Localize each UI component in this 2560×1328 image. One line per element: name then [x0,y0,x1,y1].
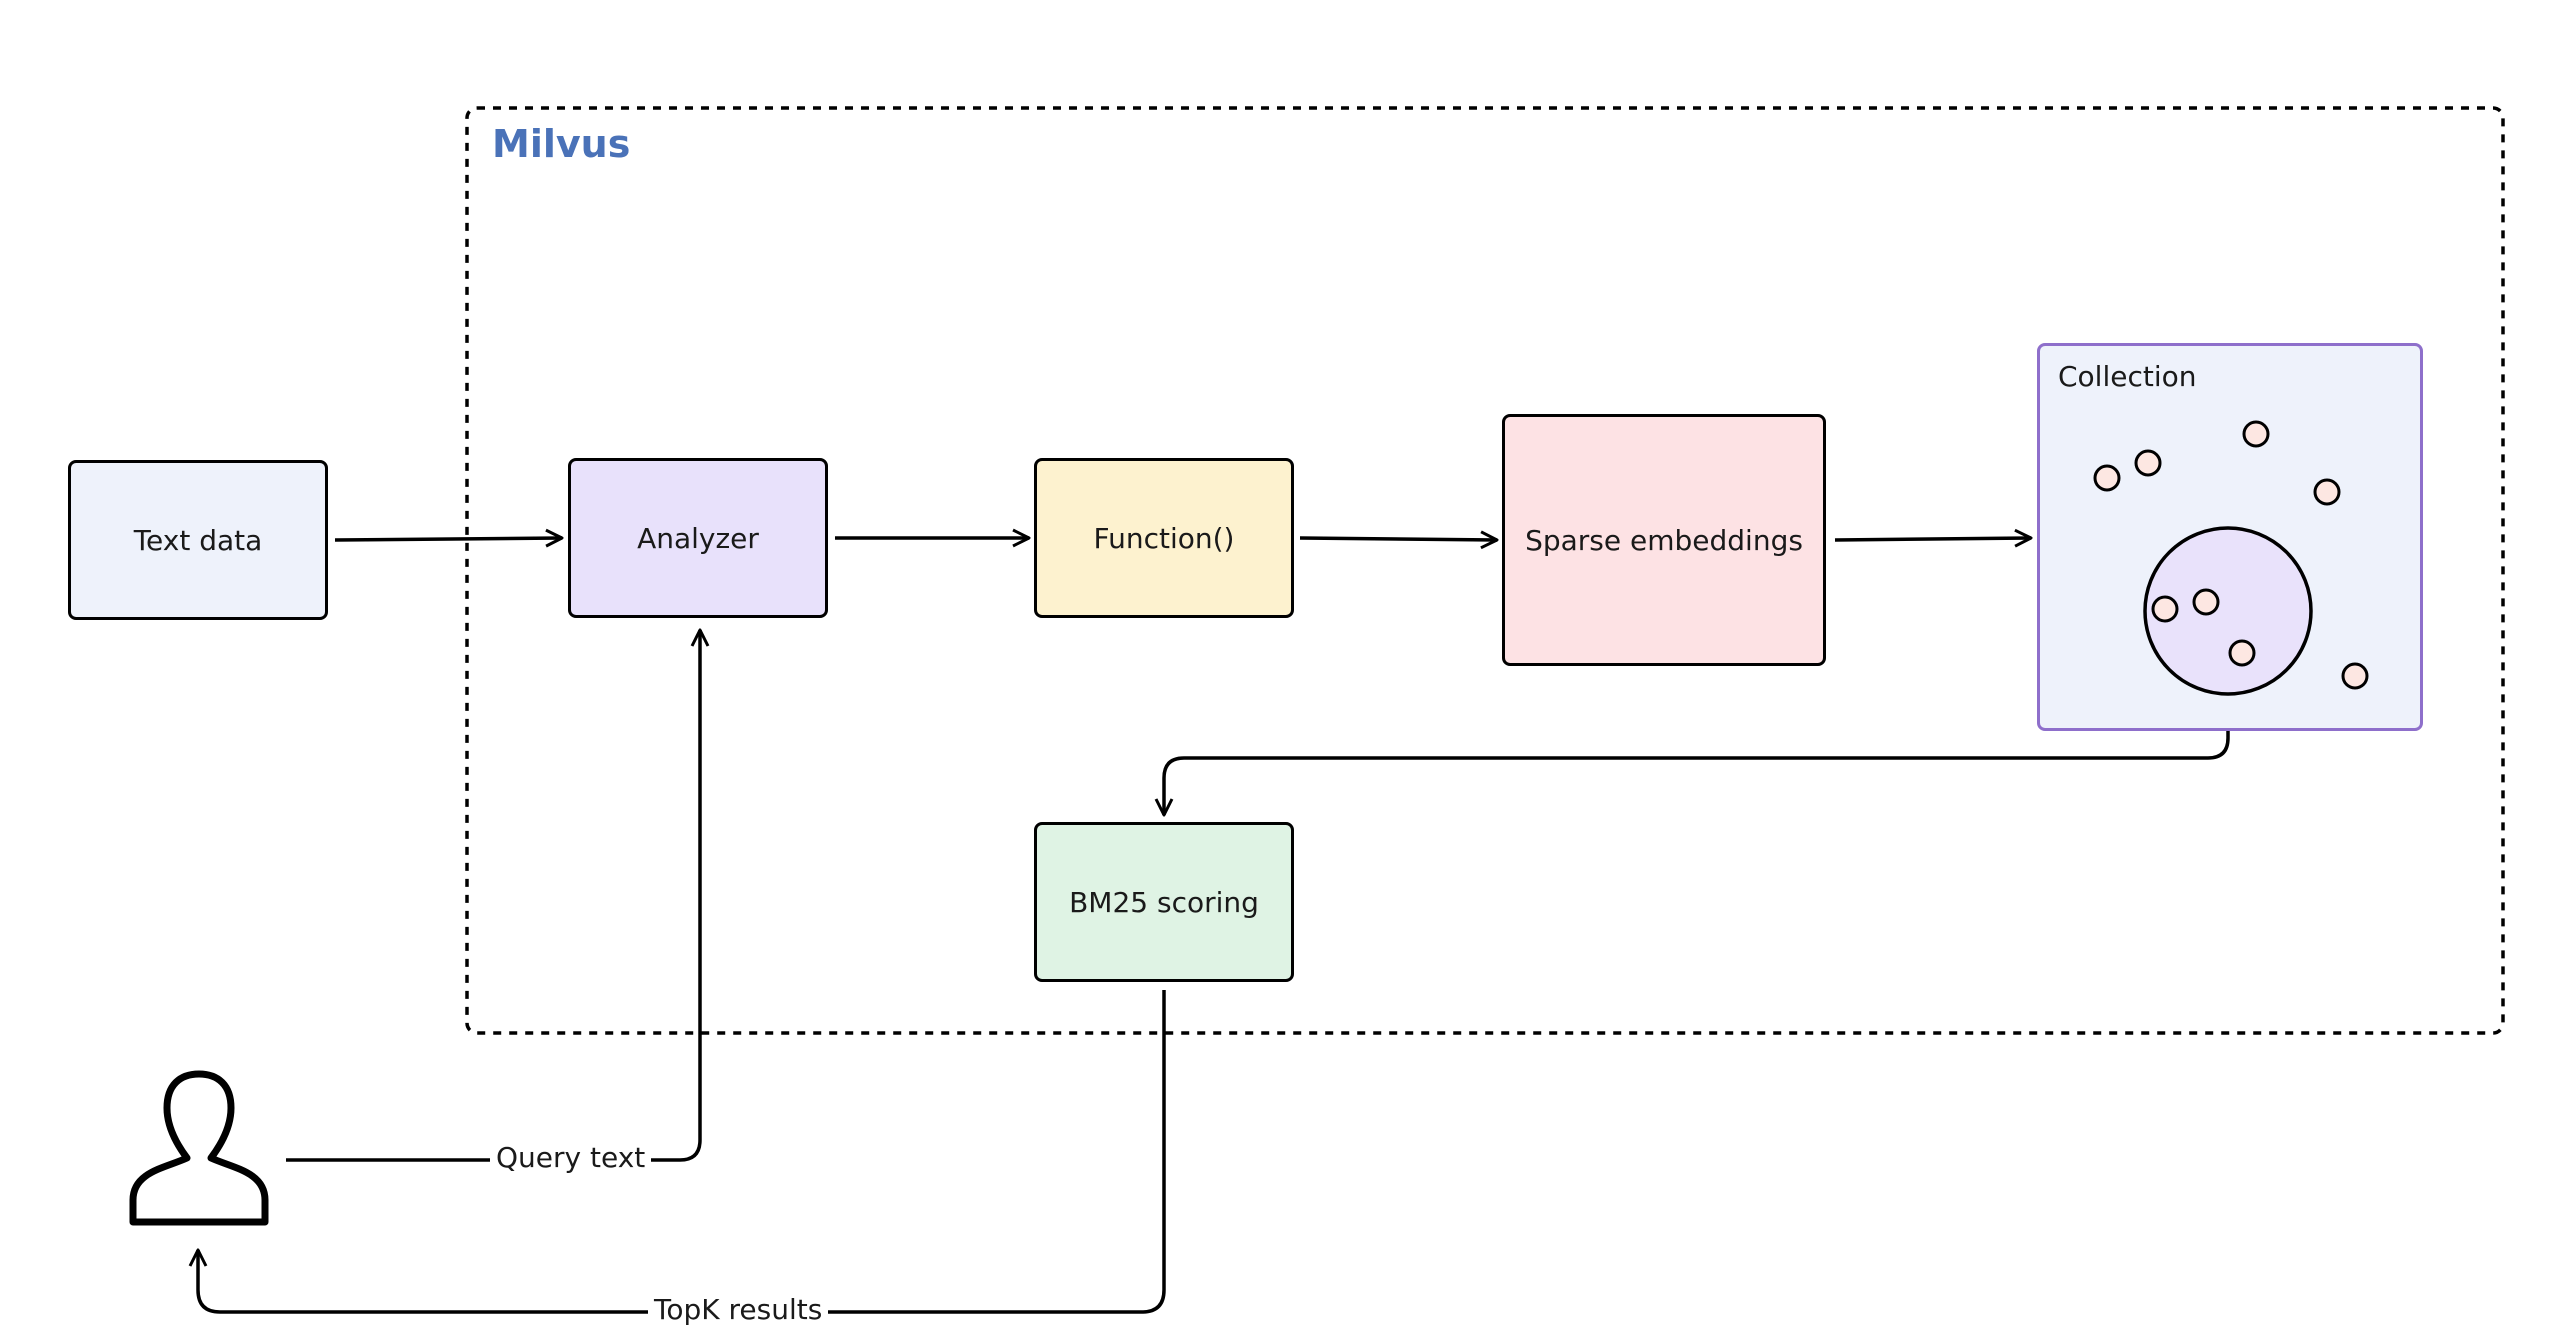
user-icon [129,1070,269,1226]
point [2228,639,2255,666]
edge-function-sparse [1299,530,1499,550]
bm25-scoring-label: BM25 scoring [1069,885,1259,919]
milvus-title: Milvus [492,122,631,166]
sparse-embeddings-label: Sparse embeddings [1525,523,1803,557]
cluster-circle [2142,525,2313,696]
edge-textdata-analyzer [334,528,564,548]
collection-node: Collection [2037,343,2423,731]
function-node: Function() [1034,458,1294,618]
text-data-label: Text data [133,523,263,557]
point [2313,478,2340,505]
function-label: Function() [1093,521,1235,555]
sparse-embeddings-node: Sparse embeddings [1502,414,1826,666]
point [2341,662,2368,689]
topk-results-label: TopK results [648,1293,829,1326]
point [2242,420,2269,447]
query-text-label: Query text [490,1141,652,1174]
bm25-scoring-node: BM25 scoring [1034,822,1294,982]
analyzer-label: Analyzer [637,521,759,555]
milvus-boundary [465,106,2505,1035]
point [2093,464,2120,491]
edge-sparse-collection [1834,528,2033,548]
text-data-node: Text data [68,460,328,620]
point [2151,595,2178,622]
point [2192,588,2219,615]
edge-collection-bm25 [1154,705,2230,817]
point [2134,449,2161,476]
edge-topk-results [188,990,1166,1314]
edge-query-text [286,628,710,1162]
analyzer-node: Analyzer [568,458,828,618]
collection-title: Collection [2058,360,2197,393]
collection-points [2093,420,2368,696]
